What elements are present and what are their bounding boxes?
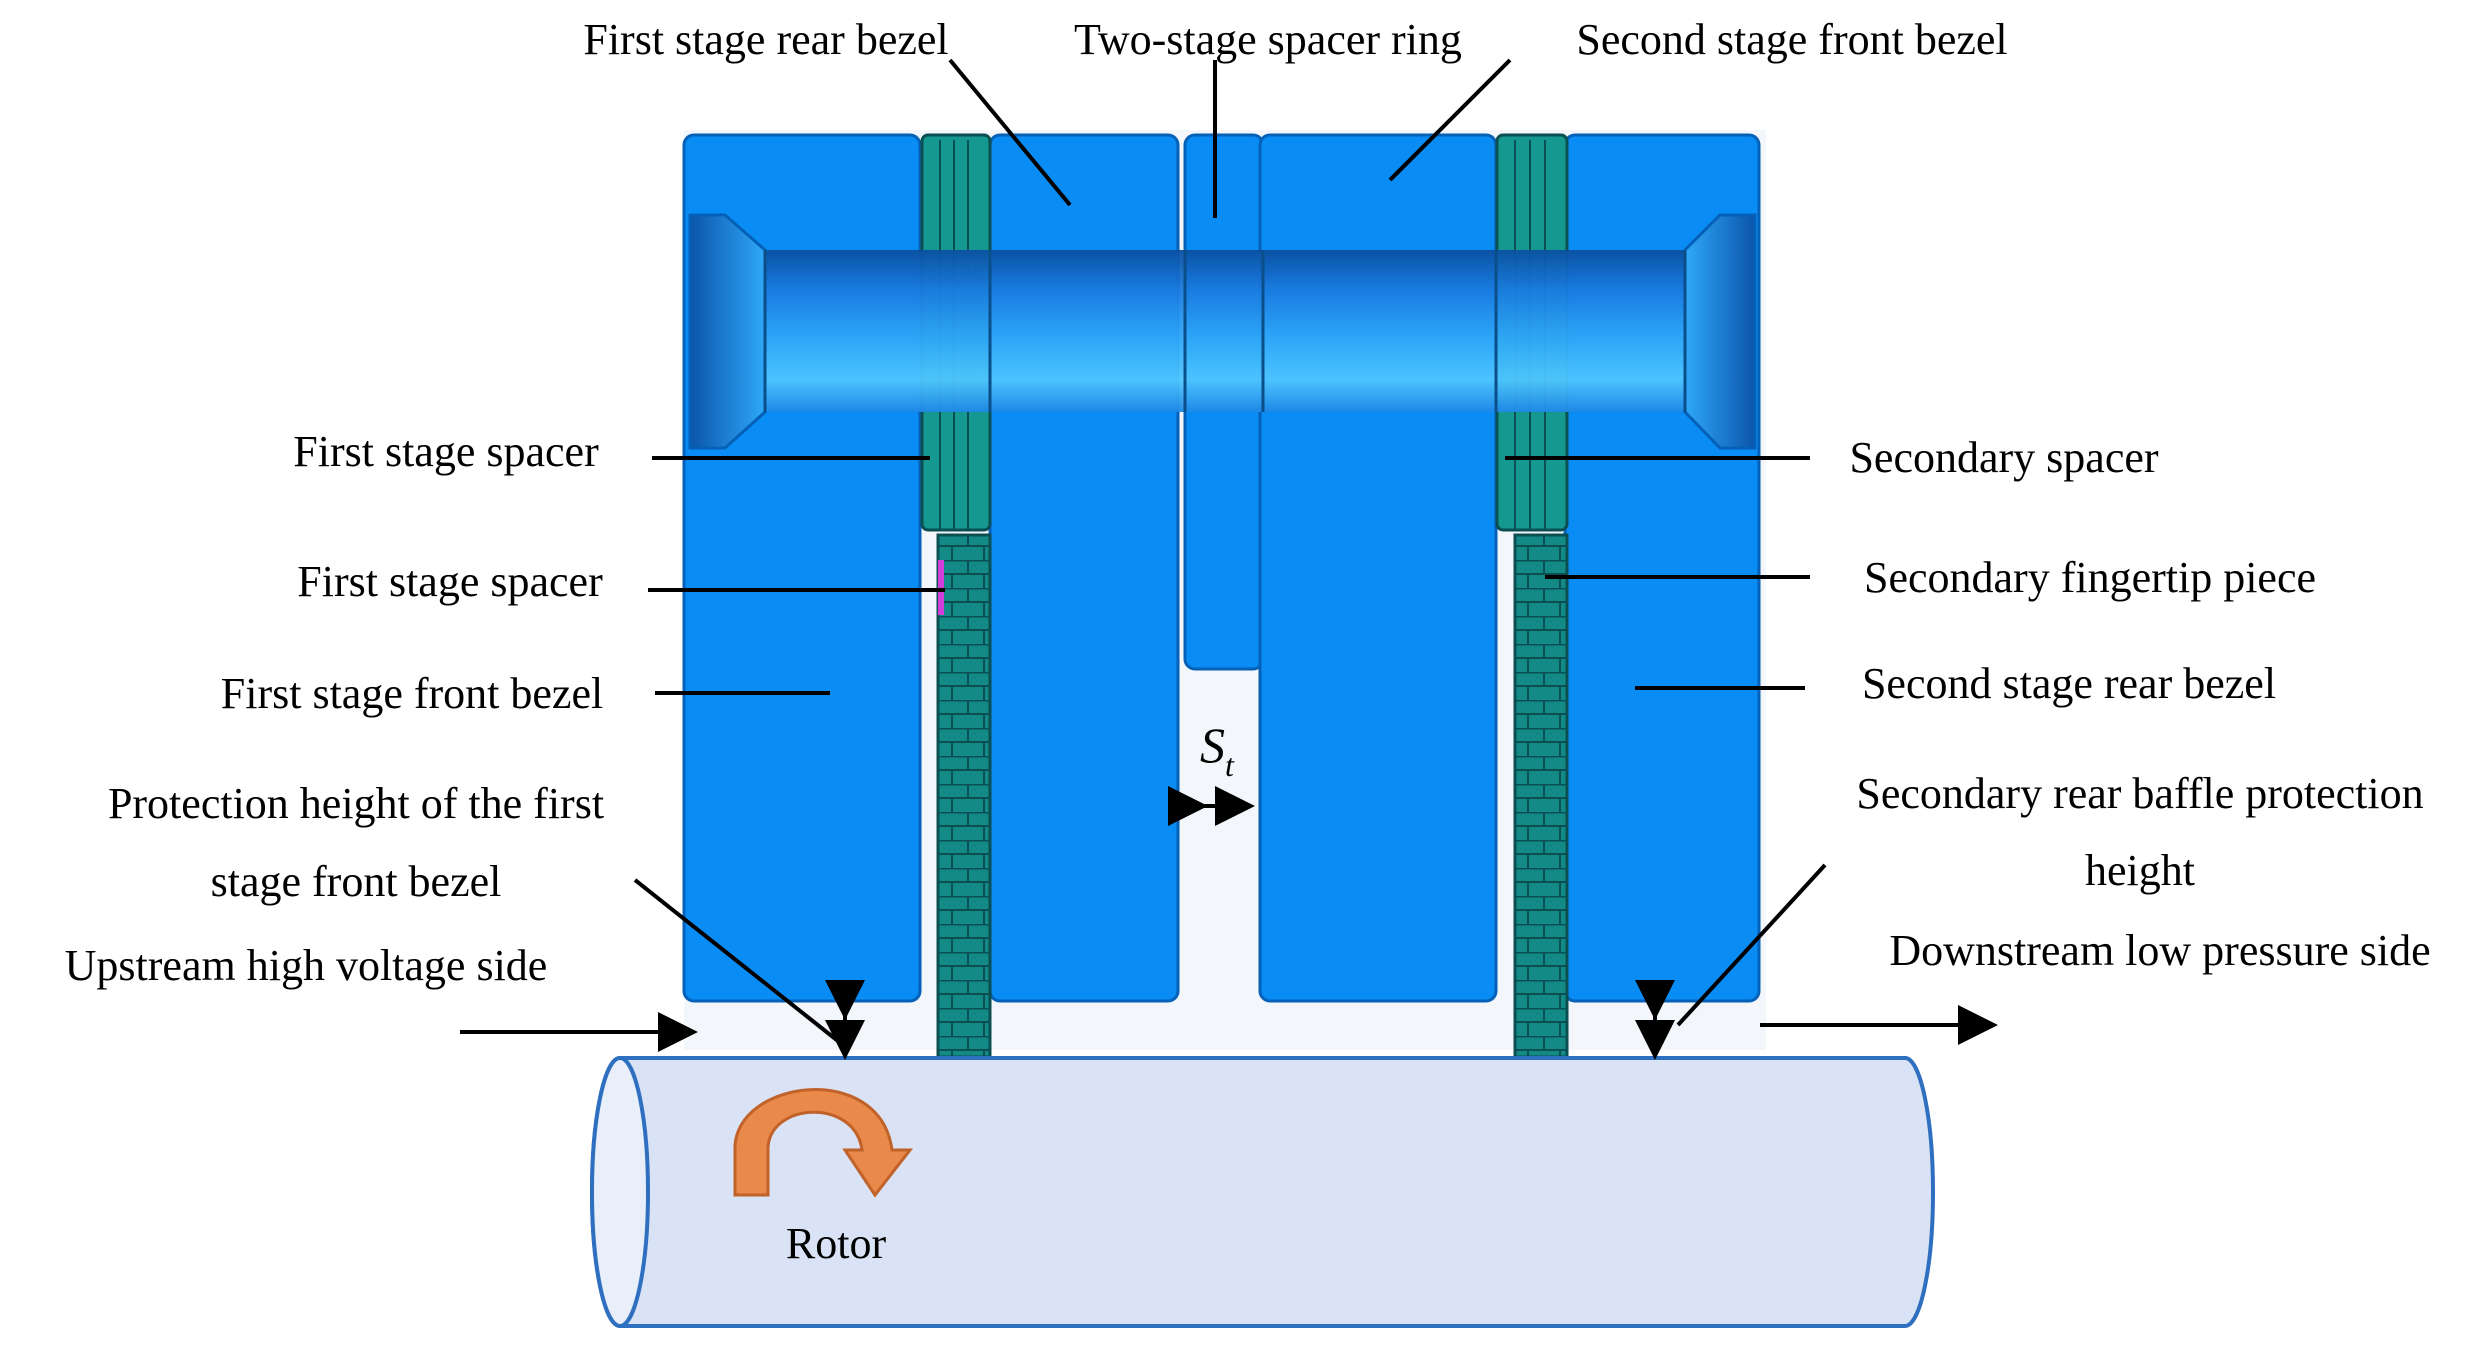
rotor-end-face	[590, 1056, 650, 1328]
fingertip-marker	[938, 560, 944, 615]
label-secondary-fingertip-piece: Secondary fingertip piece	[1864, 553, 2316, 602]
label-two-stage-spacer-ring: Two-stage spacer ring	[1074, 15, 1462, 64]
label-first-stage-spacer-2: First stage spacer	[297, 557, 603, 606]
label-downstream: Downstream low pressure side	[1889, 926, 2430, 975]
first-stage-fingertip-stack	[936, 533, 992, 1059]
label-first-stage-spacer: First stage spacer	[293, 427, 599, 476]
label-gap-st: St	[1200, 717, 1235, 783]
label-secondary-spacer: Secondary spacer	[1849, 433, 2158, 482]
gap-symbol: S	[1200, 717, 1225, 773]
label-rotor: Rotor	[786, 1219, 887, 1268]
bolt-head-left	[688, 213, 767, 450]
secondary-fingertip-stack	[1513, 533, 1569, 1059]
label-secondary-rear-baffle-line1: Secondary rear baffle protection	[1856, 769, 2423, 818]
label-protection-height-line1: Protection height of the first	[108, 779, 604, 828]
label-first-stage-rear-bezel: First stage rear bezel	[583, 15, 948, 64]
rotation-arrow	[733, 1088, 914, 1198]
bolt-head-right	[1683, 213, 1757, 450]
label-second-stage-rear-bezel: Second stage rear bezel	[1862, 659, 2276, 708]
label-upstream: Upstream high voltage side	[65, 941, 548, 990]
label-second-stage-front-bezel: Second stage front bezel	[1576, 15, 2007, 64]
bolt-shaft	[765, 250, 1685, 412]
label-first-stage-front-bezel: First stage front bezel	[221, 669, 603, 718]
label-protection-height-line2: stage front bezel	[211, 857, 502, 906]
label-secondary-rear-baffle-line2: height	[2085, 846, 2195, 895]
gap-subscript: t	[1225, 747, 1235, 783]
